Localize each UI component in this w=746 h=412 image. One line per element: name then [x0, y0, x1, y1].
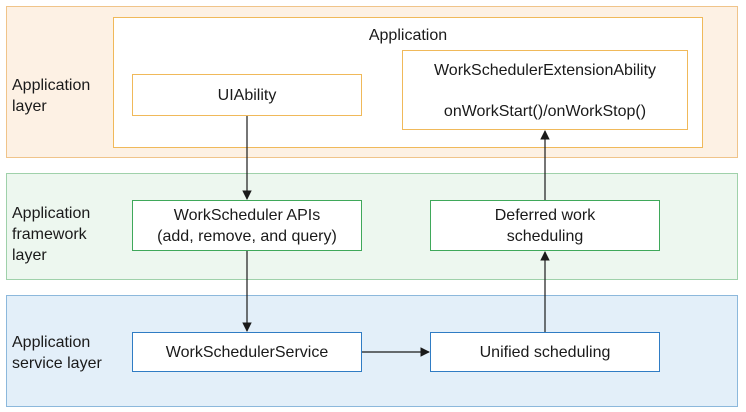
work-scheduler-service-box: WorkSchedulerService [132, 332, 362, 372]
extension-ability-methods: onWorkStart()/onWorkStop() [443, 103, 647, 120]
work-scheduler-extension-ability-box: WorkSchedulerExtensionAbility onWorkStar… [402, 50, 688, 130]
uiability-box: UIAbility [132, 74, 362, 116]
uiability-label: UIAbility [217, 86, 277, 104]
application-layer-label: Application layer [12, 77, 91, 115]
framework-layer-label: Application framework layer [12, 205, 91, 264]
work-scheduler-service-label: WorkSchedulerService [165, 343, 329, 361]
deferred-work-scheduling-label: Deferred work scheduling [494, 206, 596, 245]
unified-scheduling-label: Unified scheduling [479, 343, 611, 361]
application-title: Application [368, 27, 448, 44]
service-layer-label: Application service layer [12, 334, 102, 372]
work-scheduler-apis-label: WorkScheduler APIs (add, remove, and que… [157, 206, 337, 245]
unified-scheduling-box: Unified scheduling [430, 332, 660, 372]
deferred-work-scheduling-box: Deferred work scheduling [430, 200, 660, 251]
work-scheduler-apis-box: WorkScheduler APIs (add, remove, and que… [132, 200, 362, 251]
extension-ability-name: WorkSchedulerExtensionAbility [433, 62, 657, 79]
